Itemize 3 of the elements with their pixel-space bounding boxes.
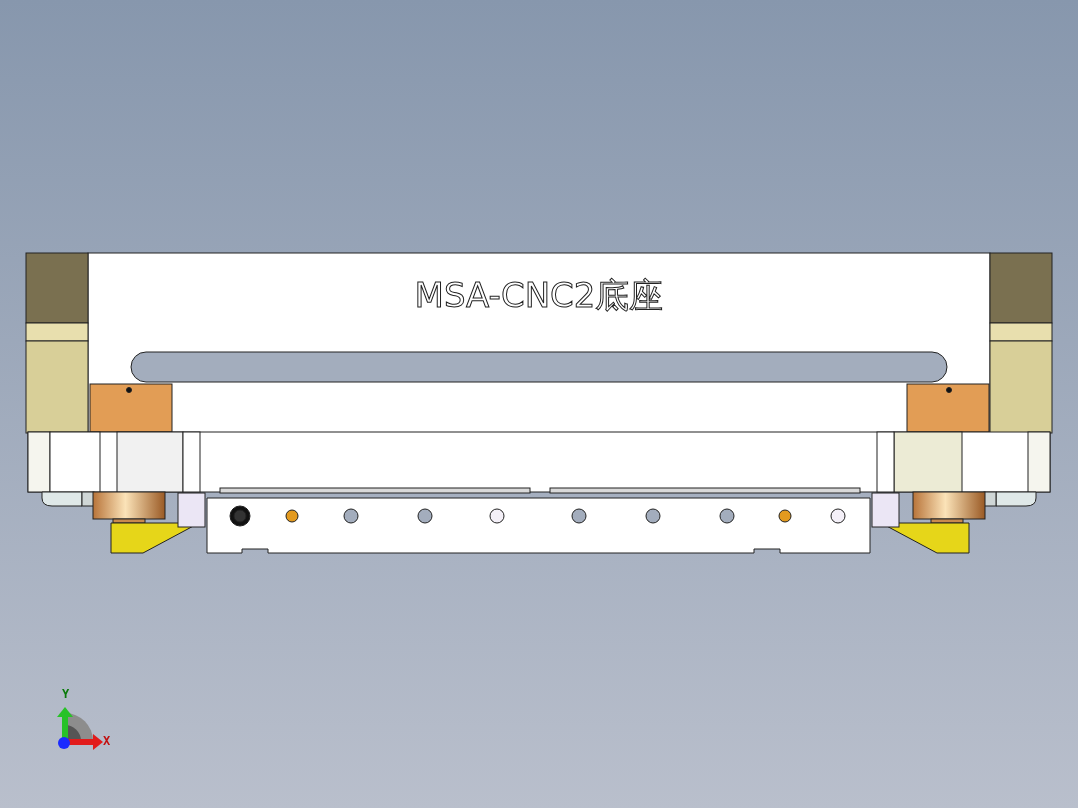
- axis-label: Y: [62, 687, 70, 701]
- engraved-text: MSA-CNC2底座: [414, 275, 664, 315]
- axis-label: X: [103, 734, 111, 748]
